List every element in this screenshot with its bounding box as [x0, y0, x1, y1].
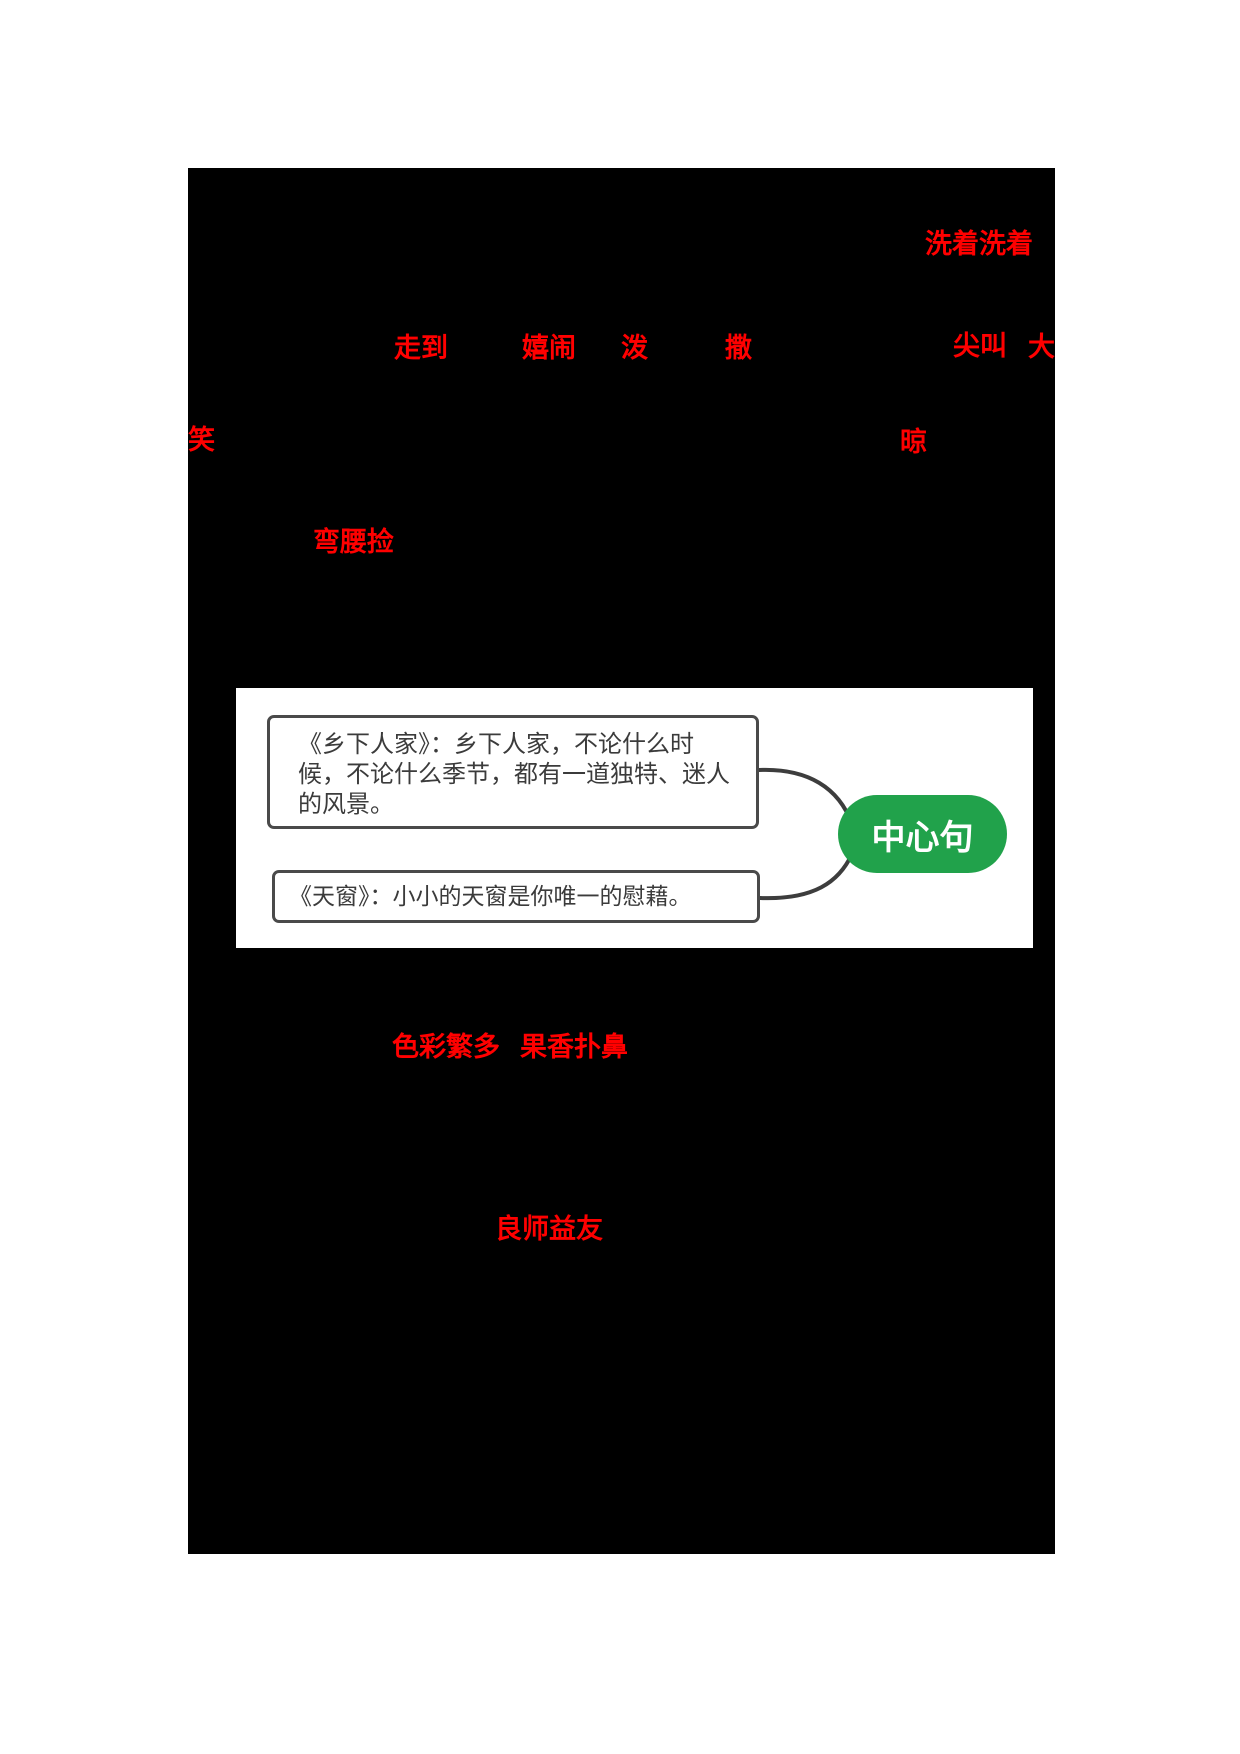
answer-se-cai-fan-duo: 色彩繁多 [392, 1032, 500, 1062]
answer-wan-yao-jian: 弯腰捡 [313, 527, 394, 557]
mindmap-node-tianchuang: 《天窗》：小小的天窗是你唯一的慰藉。 [272, 870, 760, 923]
mindmap-image: 《乡下人家》：乡下人家，不论什么时候，不论什么季节，都有一道独特、迷人的风景。 … [236, 688, 1033, 948]
answer-da: 大 [1028, 332, 1055, 362]
answer-xi-zhe-xi-zhe: 洗着洗着 [925, 229, 1033, 259]
mindmap-center-label: 中心句 [871, 818, 974, 857]
answer-xiao: 笑 [188, 425, 215, 455]
mindmap-node-tianchuang-text: 《天窗》：小小的天窗是你唯一的慰藉。 [289, 884, 692, 909]
answer-guo-xiang-pu-bi: 果香扑鼻 [520, 1032, 628, 1062]
mindmap-node-xiangxiarenjia-text: 《乡下人家》：乡下人家，不论什么时候，不论什么季节，都有一道独特、迷人的风景。 [298, 732, 730, 818]
answer-sa: 撒 [725, 333, 752, 363]
worksheet-dark-area: 洗着洗着 走到 嬉闹 泼 撒 尖叫 大 笑 晾 弯腰捡 色彩繁多 果香扑鼻 良师… [188, 168, 1055, 1554]
answer-jian-jiao: 尖叫 [953, 331, 1007, 361]
answer-liang-shi-yi-you: 良师益友 [495, 1214, 603, 1244]
answer-zou-dao: 走到 [394, 333, 448, 363]
answer-po: 泼 [621, 333, 648, 363]
answer-liang: 晾 [900, 427, 927, 457]
mindmap-center-node: 中心句 [838, 795, 1007, 873]
mindmap-node-xiangxiarenjia: 《乡下人家》：乡下人家，不论什么时候，不论什么季节，都有一道独特、迷人的风景。 [267, 715, 759, 829]
answer-xi-nao: 嬉闹 [522, 333, 576, 363]
